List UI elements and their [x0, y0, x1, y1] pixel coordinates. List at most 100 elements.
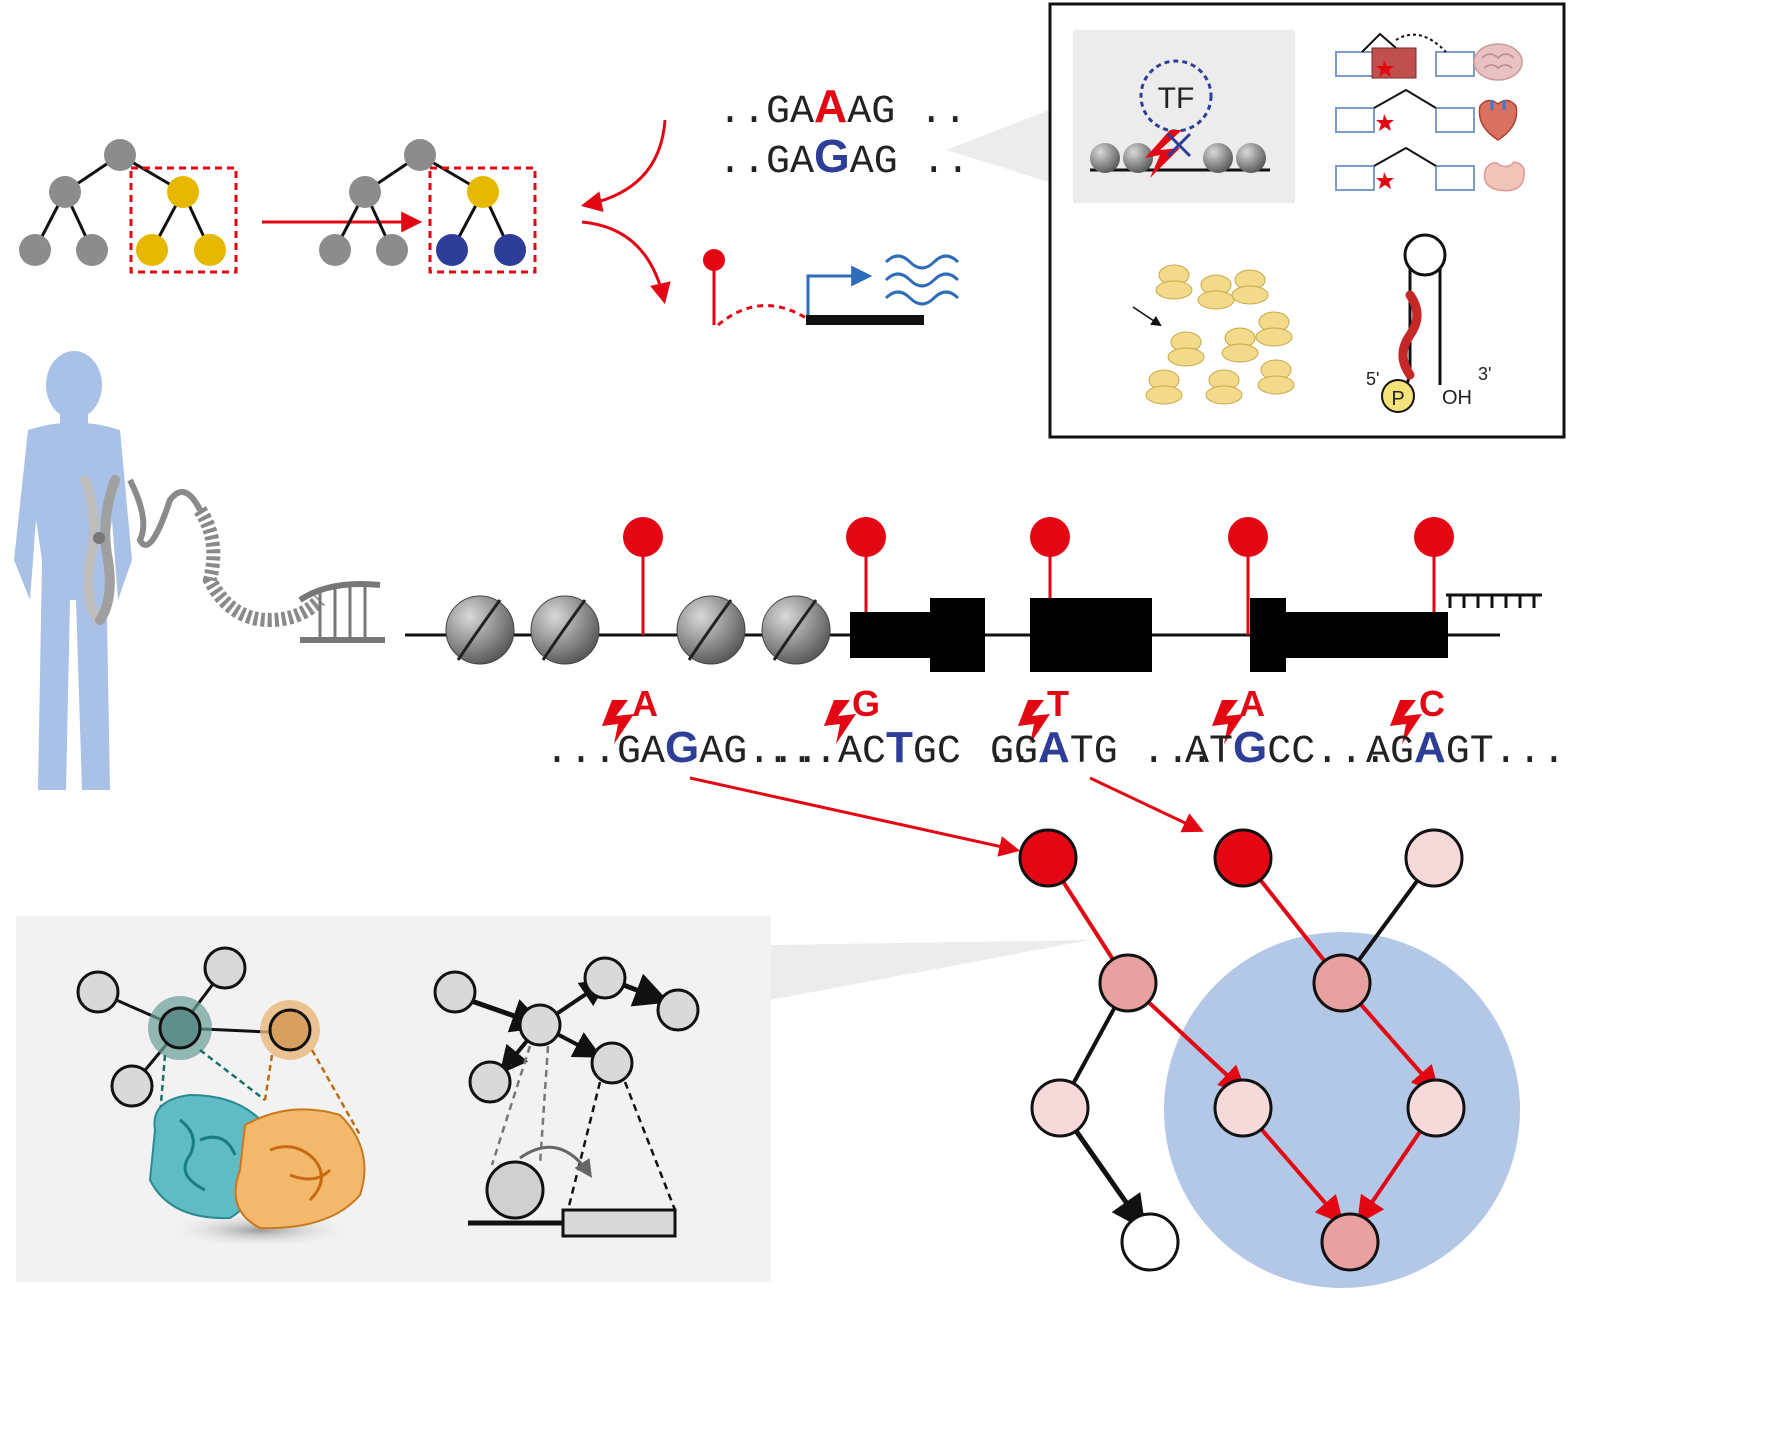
regulatory-network: [433, 956, 700, 1238]
network-node-affected: [1098, 953, 1158, 1013]
network-node: [583, 956, 627, 1000]
module-highlight: [1164, 932, 1520, 1288]
network-node: [656, 988, 700, 1032]
tree-node: [19, 234, 51, 266]
tree-node-highlighted: [467, 176, 499, 208]
five-prime-label: 5': [1366, 369, 1379, 389]
regulatory-element-icon: [703, 249, 960, 327]
poly-a-tail: [1446, 593, 1542, 608]
svg-text:...ACTGC ...: ...ACTGC ...: [766, 723, 1057, 775]
variant-3: T GGATG ...: [990, 683, 1214, 775]
brain-icon: [1473, 43, 1523, 81]
exon: [1250, 598, 1286, 672]
mutation-bolt-icon: [1145, 130, 1182, 178]
tree-node: [319, 234, 351, 266]
tf-binding-node: [485, 1160, 545, 1220]
svg-text:AGAGT...: AGAGT...: [1366, 723, 1566, 775]
tree-node-highlighted: [136, 234, 168, 266]
star-icon: [1376, 172, 1394, 189]
nucleosome-icon: [1203, 143, 1233, 173]
network-node-affected: [1312, 953, 1372, 1013]
tf-label: TF: [1158, 82, 1195, 115]
network-node: [268, 1008, 312, 1052]
target-gene-box: [561, 1208, 677, 1238]
network-node: [433, 970, 477, 1014]
splicing-panel: [1335, 32, 1526, 192]
tree-before: [19, 139, 238, 274]
exon: [1282, 612, 1448, 658]
network-node-unaffected: [1120, 1212, 1180, 1272]
variant-1: A ...GAGAG...: [545, 683, 819, 775]
star-icon: [1376, 60, 1394, 77]
transcript-waves-icon: [884, 254, 960, 306]
tf-binding-panel: TF: [1073, 30, 1295, 203]
tree-node: [349, 176, 381, 208]
three-prime-label: 3': [1478, 364, 1491, 384]
variant-lollipop: [641, 555, 1436, 635]
variant-lollipop-head: [846, 517, 886, 557]
alt-allele: T: [1047, 683, 1069, 724]
mutation-bolt-icon: [1018, 700, 1050, 744]
panel-callout: [770, 940, 1090, 1000]
tree-after: [319, 139, 537, 274]
protein-structure-orange: [234, 1108, 366, 1230]
selection-box: [428, 166, 537, 274]
human-silhouette-icon: [14, 351, 132, 790]
exon: [1030, 598, 1152, 672]
variant-lollipop-head: [1030, 517, 1070, 557]
mutation-bolt-icon: [1212, 700, 1244, 744]
tree-node-highlighted: [167, 176, 199, 208]
network-node: [518, 1003, 562, 1047]
nucleosome-icon: [1123, 143, 1153, 173]
mutation-bolt-icon: [1390, 700, 1422, 744]
network-node: [468, 1060, 512, 1104]
svg-text:...GAGAG...: ...GAGAG...: [545, 723, 819, 775]
svg-text:..GAGAG ..: ..GAGAG ..: [718, 130, 970, 185]
tree-node: [49, 176, 81, 208]
exon: [930, 598, 985, 672]
exon: [850, 612, 934, 658]
variant-4: A ATGCC...: [1185, 683, 1387, 775]
svg-text:..GAAAG ..: ..GAAAG ..: [718, 80, 967, 135]
curved-arrow-out: [581, 220, 671, 305]
nucleosome-icon: [1236, 143, 1266, 173]
alt-allele: A: [1239, 683, 1265, 724]
star-icon: [1376, 114, 1394, 131]
pathway-network: [1018, 828, 1466, 1272]
alt-allele: G: [852, 683, 880, 724]
hydroxyl-label: OH: [1442, 387, 1472, 409]
rna-hairpin-panel: P 5' OH 3': [1366, 233, 1491, 413]
chromosome-dna-icon: [80, 475, 385, 644]
svg-text:ATGCC...: ATGCC...: [1185, 723, 1387, 775]
alt-allele: A: [632, 683, 658, 724]
selection-box: [129, 166, 238, 274]
variant-5: C AGAGT...: [1366, 683, 1566, 775]
network-node: [1406, 1078, 1466, 1138]
tree-node: [76, 234, 108, 266]
ribosome-panel: [1145, 264, 1295, 405]
variant-lollipop-head: [623, 517, 663, 557]
gene-track: [405, 517, 1542, 672]
network-node-affected: [1320, 1212, 1380, 1272]
tree-node-highlighted: [194, 234, 226, 266]
network-node: [1213, 1078, 1273, 1138]
variant-2: G ...ACTGC ...: [766, 683, 1057, 775]
network-node: [1030, 1078, 1090, 1138]
tree-node: [404, 139, 436, 171]
network-node-mutated: [1018, 828, 1078, 888]
variant-sequence-row: A ...GAGAG... G ...ACTGC ... T GGATG ...…: [545, 683, 1566, 775]
tree-node: [376, 234, 408, 266]
variant-lollipop-head: [1228, 517, 1268, 557]
tree-node-changed: [494, 234, 526, 266]
network-node: [158, 1006, 202, 1050]
tree-node: [104, 139, 136, 171]
variant-lollipop-head: [1414, 517, 1454, 557]
curved-arrow-in: [580, 119, 667, 212]
heart-icon: [1478, 99, 1518, 141]
mutation-bolt-icon: [824, 700, 856, 744]
svg-text:GGATG ...: GGATG ...: [990, 723, 1214, 775]
nucleosome-icon: [1090, 143, 1120, 173]
stomach-icon: [1483, 161, 1526, 192]
network-node: [590, 1041, 634, 1085]
